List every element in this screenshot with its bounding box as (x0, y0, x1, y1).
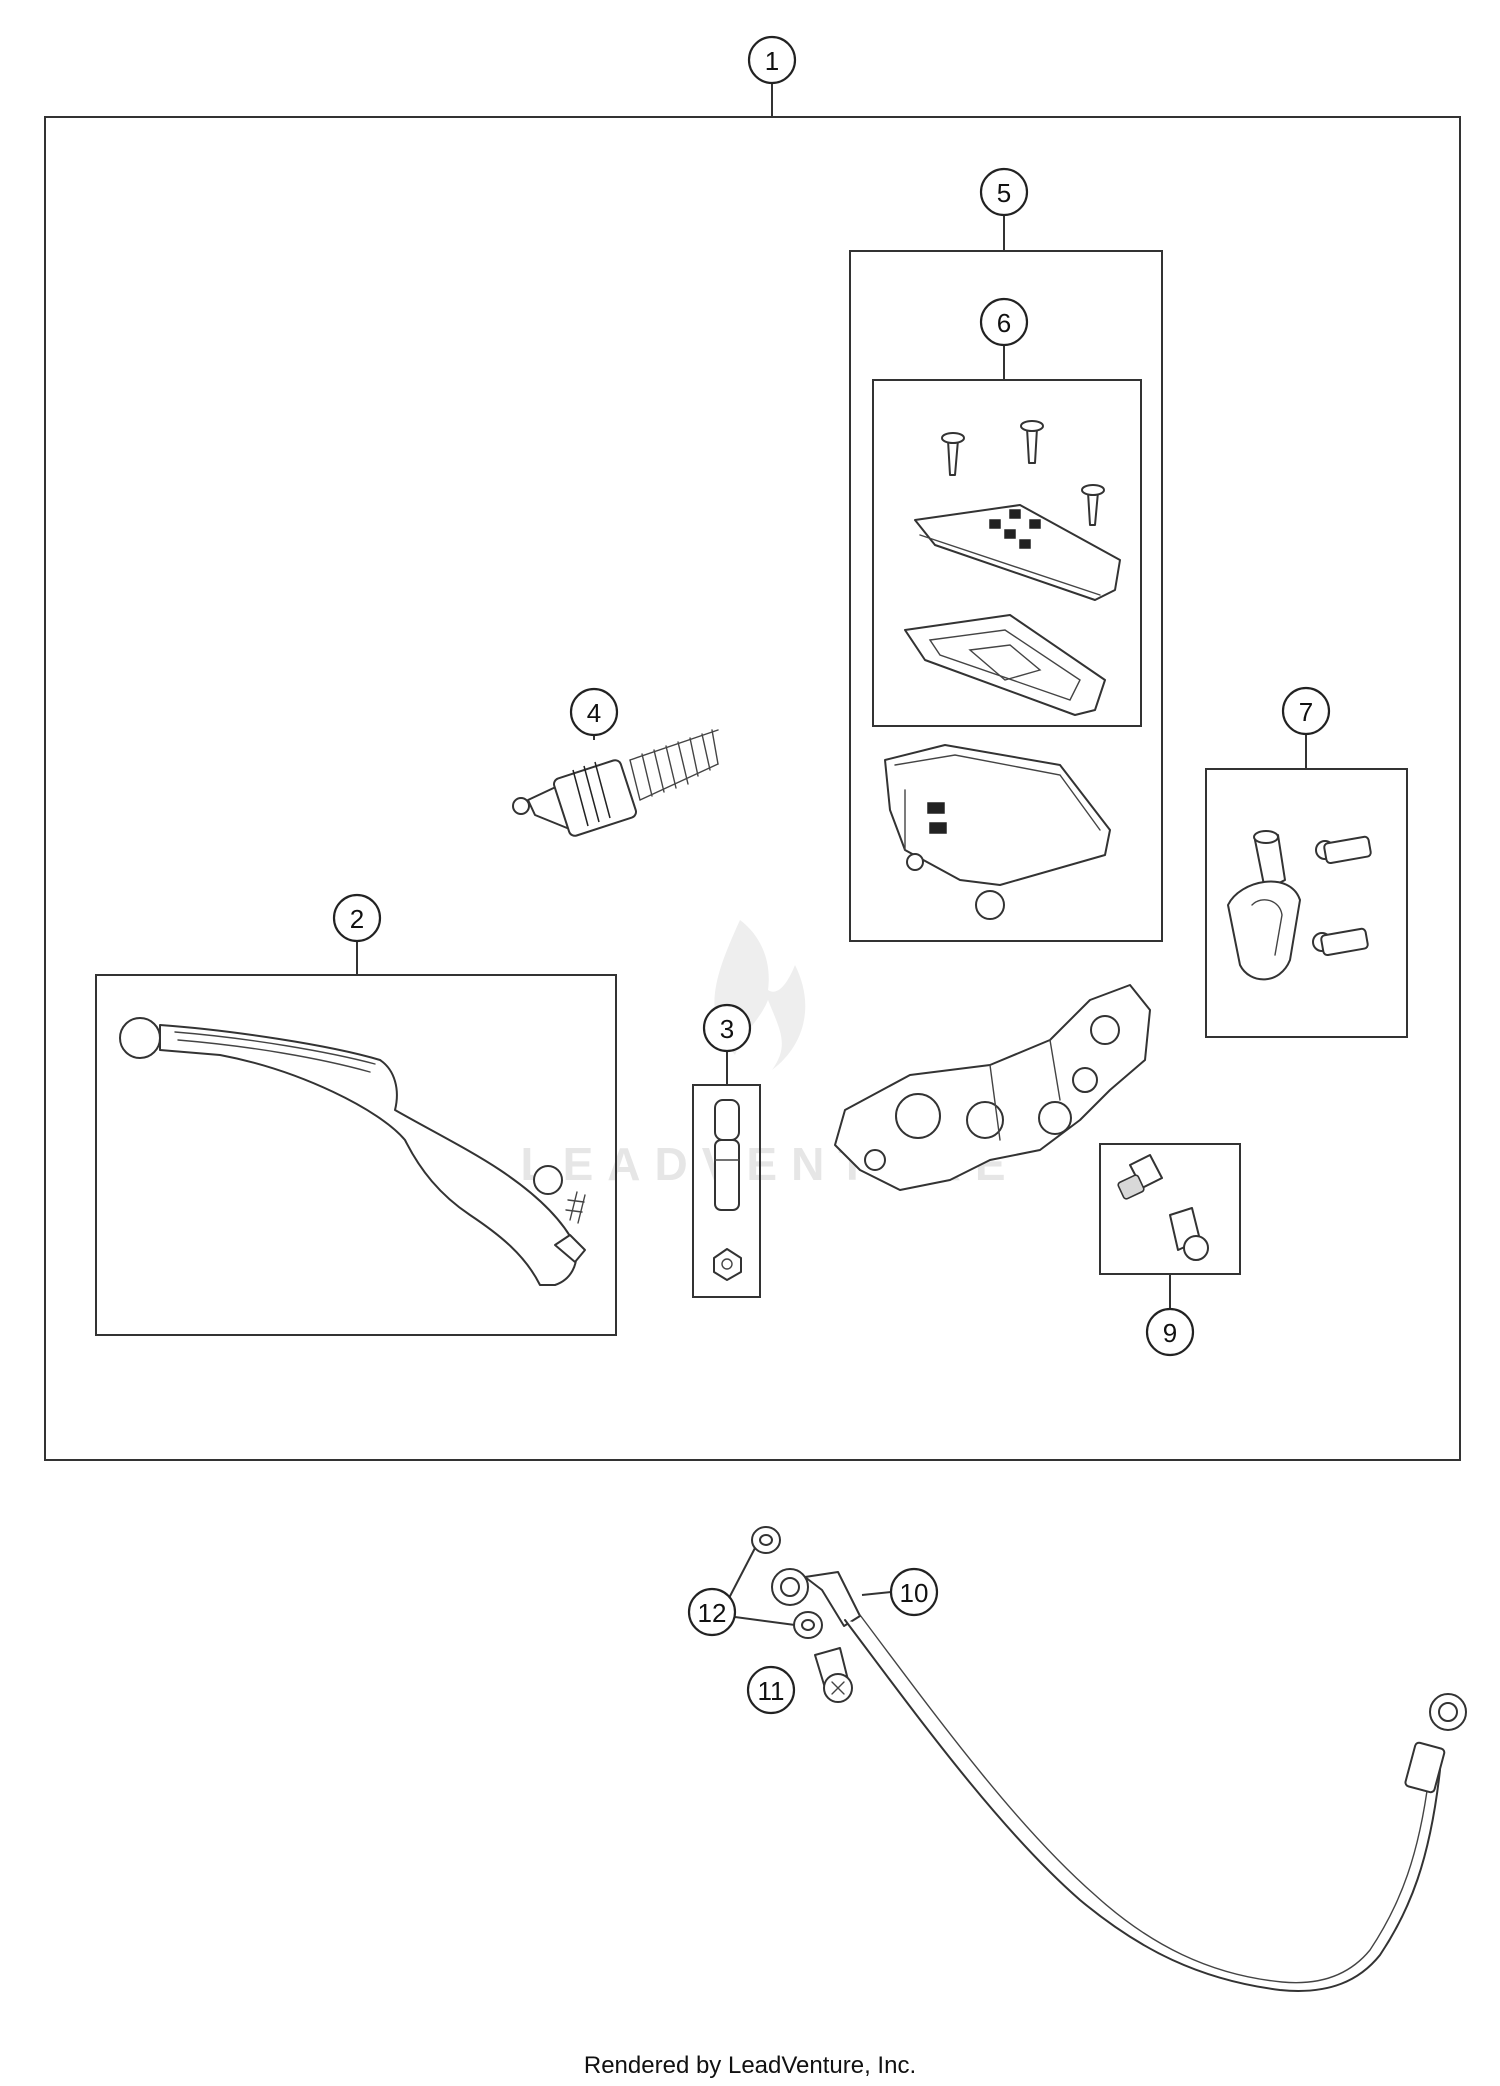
callout-9: 9 (1145, 1307, 1195, 1357)
callout-4: 4 (569, 687, 619, 737)
clutch-lever (119, 1017, 586, 1286)
callout-4-label: 4 (587, 698, 601, 728)
lever-pin-set (713, 1099, 742, 1281)
callout-3: 3 (702, 1003, 752, 1053)
callout-11-label: 11 (758, 1676, 785, 1706)
banjo-bolt (814, 1647, 853, 1703)
sealing-washer-set (751, 1526, 823, 1639)
callout-1-label: 1 (765, 46, 779, 76)
callout-1: 1 (747, 35, 797, 85)
callout-10: 10 (889, 1567, 939, 1617)
kit-box-9 (1099, 1143, 1241, 1275)
callout-10-label: 10 (900, 1578, 929, 1608)
render-credit: Rendered by LeadVenture, Inc. (583, 2052, 917, 2079)
kit-box-6 (872, 379, 1142, 727)
callout-6: 6 (979, 297, 1029, 347)
callout-5: 5 (979, 167, 1029, 217)
callout-7-label: 7 (1299, 697, 1313, 727)
callout-5-label: 5 (997, 178, 1011, 208)
reservoir-body (884, 744, 1111, 920)
leader-12a (727, 1547, 756, 1601)
master-cylinder-body (834, 984, 1151, 1191)
leader-12b (734, 1616, 796, 1626)
leader-10 (861, 1591, 892, 1596)
callout-11: 11 (746, 1665, 796, 1715)
handlebar-clamp (1227, 830, 1372, 981)
reservoir-cap-set (904, 420, 1121, 716)
callout-12-label: 12 (698, 1598, 727, 1628)
clutch-hose (771, 1568, 1467, 1992)
kit-box-5 (849, 250, 1163, 942)
callout-7: 7 (1281, 686, 1331, 736)
callout-2: 2 (332, 893, 382, 943)
callout-12: 12 (687, 1587, 737, 1637)
callout-3-label: 3 (720, 1014, 734, 1044)
callout-9-label: 9 (1163, 1318, 1177, 1348)
bleed-screw-set (1117, 1154, 1209, 1261)
callout-6-label: 6 (997, 308, 1011, 338)
master-cylinder-piston (512, 729, 719, 837)
callout-2-label: 2 (350, 904, 364, 934)
kit-box-1 (44, 116, 1461, 1461)
